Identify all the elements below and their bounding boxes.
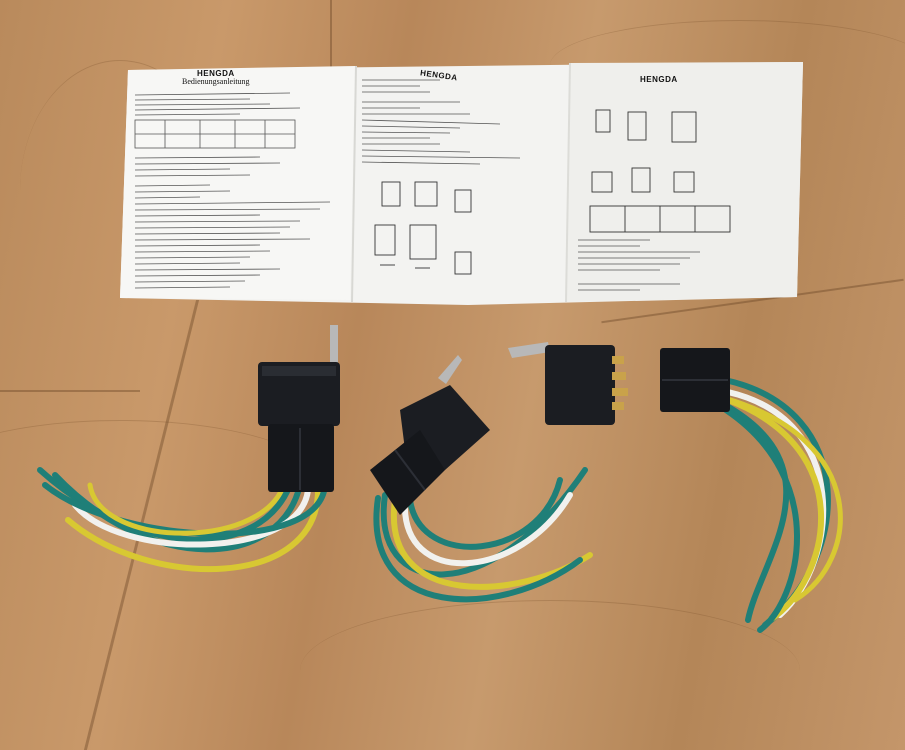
instruction-leaflet: HENGDA Bedienungsanleitung — [120, 62, 803, 305]
leaflet-text-block-middle — [361, 79, 521, 165]
wood-grain — [0, 420, 320, 541]
relay-diagrams-right — [589, 109, 731, 233]
terminal — [612, 402, 624, 410]
relay-body — [545, 345, 615, 425]
plank-seam — [330, 0, 332, 70]
relay-harness-3 — [508, 342, 730, 425]
wire-bundle-1 — [37, 467, 328, 573]
relay-socket — [370, 430, 445, 515]
leaflet-brand-left: HENGDA — [197, 69, 235, 78]
relay-body — [258, 362, 340, 426]
leaflet-text-block-right — [578, 239, 700, 291]
terminal — [612, 356, 624, 364]
mounting-bracket — [508, 342, 550, 358]
leaflet-brand-right: HENGDA — [640, 75, 678, 84]
relay-harness-2 — [370, 355, 490, 515]
wood-grain — [20, 60, 220, 321]
leaflet-title-left: Bedienungsanleitung — [182, 77, 250, 86]
wood-grain — [300, 600, 800, 741]
relay-diagrams-middle — [374, 181, 472, 275]
plank-seam — [0, 390, 140, 392]
mounting-bracket — [438, 355, 462, 384]
leaflet-text-block-left — [134, 92, 331, 289]
wire-bundle-2 — [373, 467, 593, 603]
terminal — [612, 388, 628, 396]
terminal — [612, 372, 626, 380]
wood-grain — [550, 20, 905, 111]
relay-harness-1 — [258, 325, 340, 492]
wire-bundle-3 — [721, 377, 843, 633]
